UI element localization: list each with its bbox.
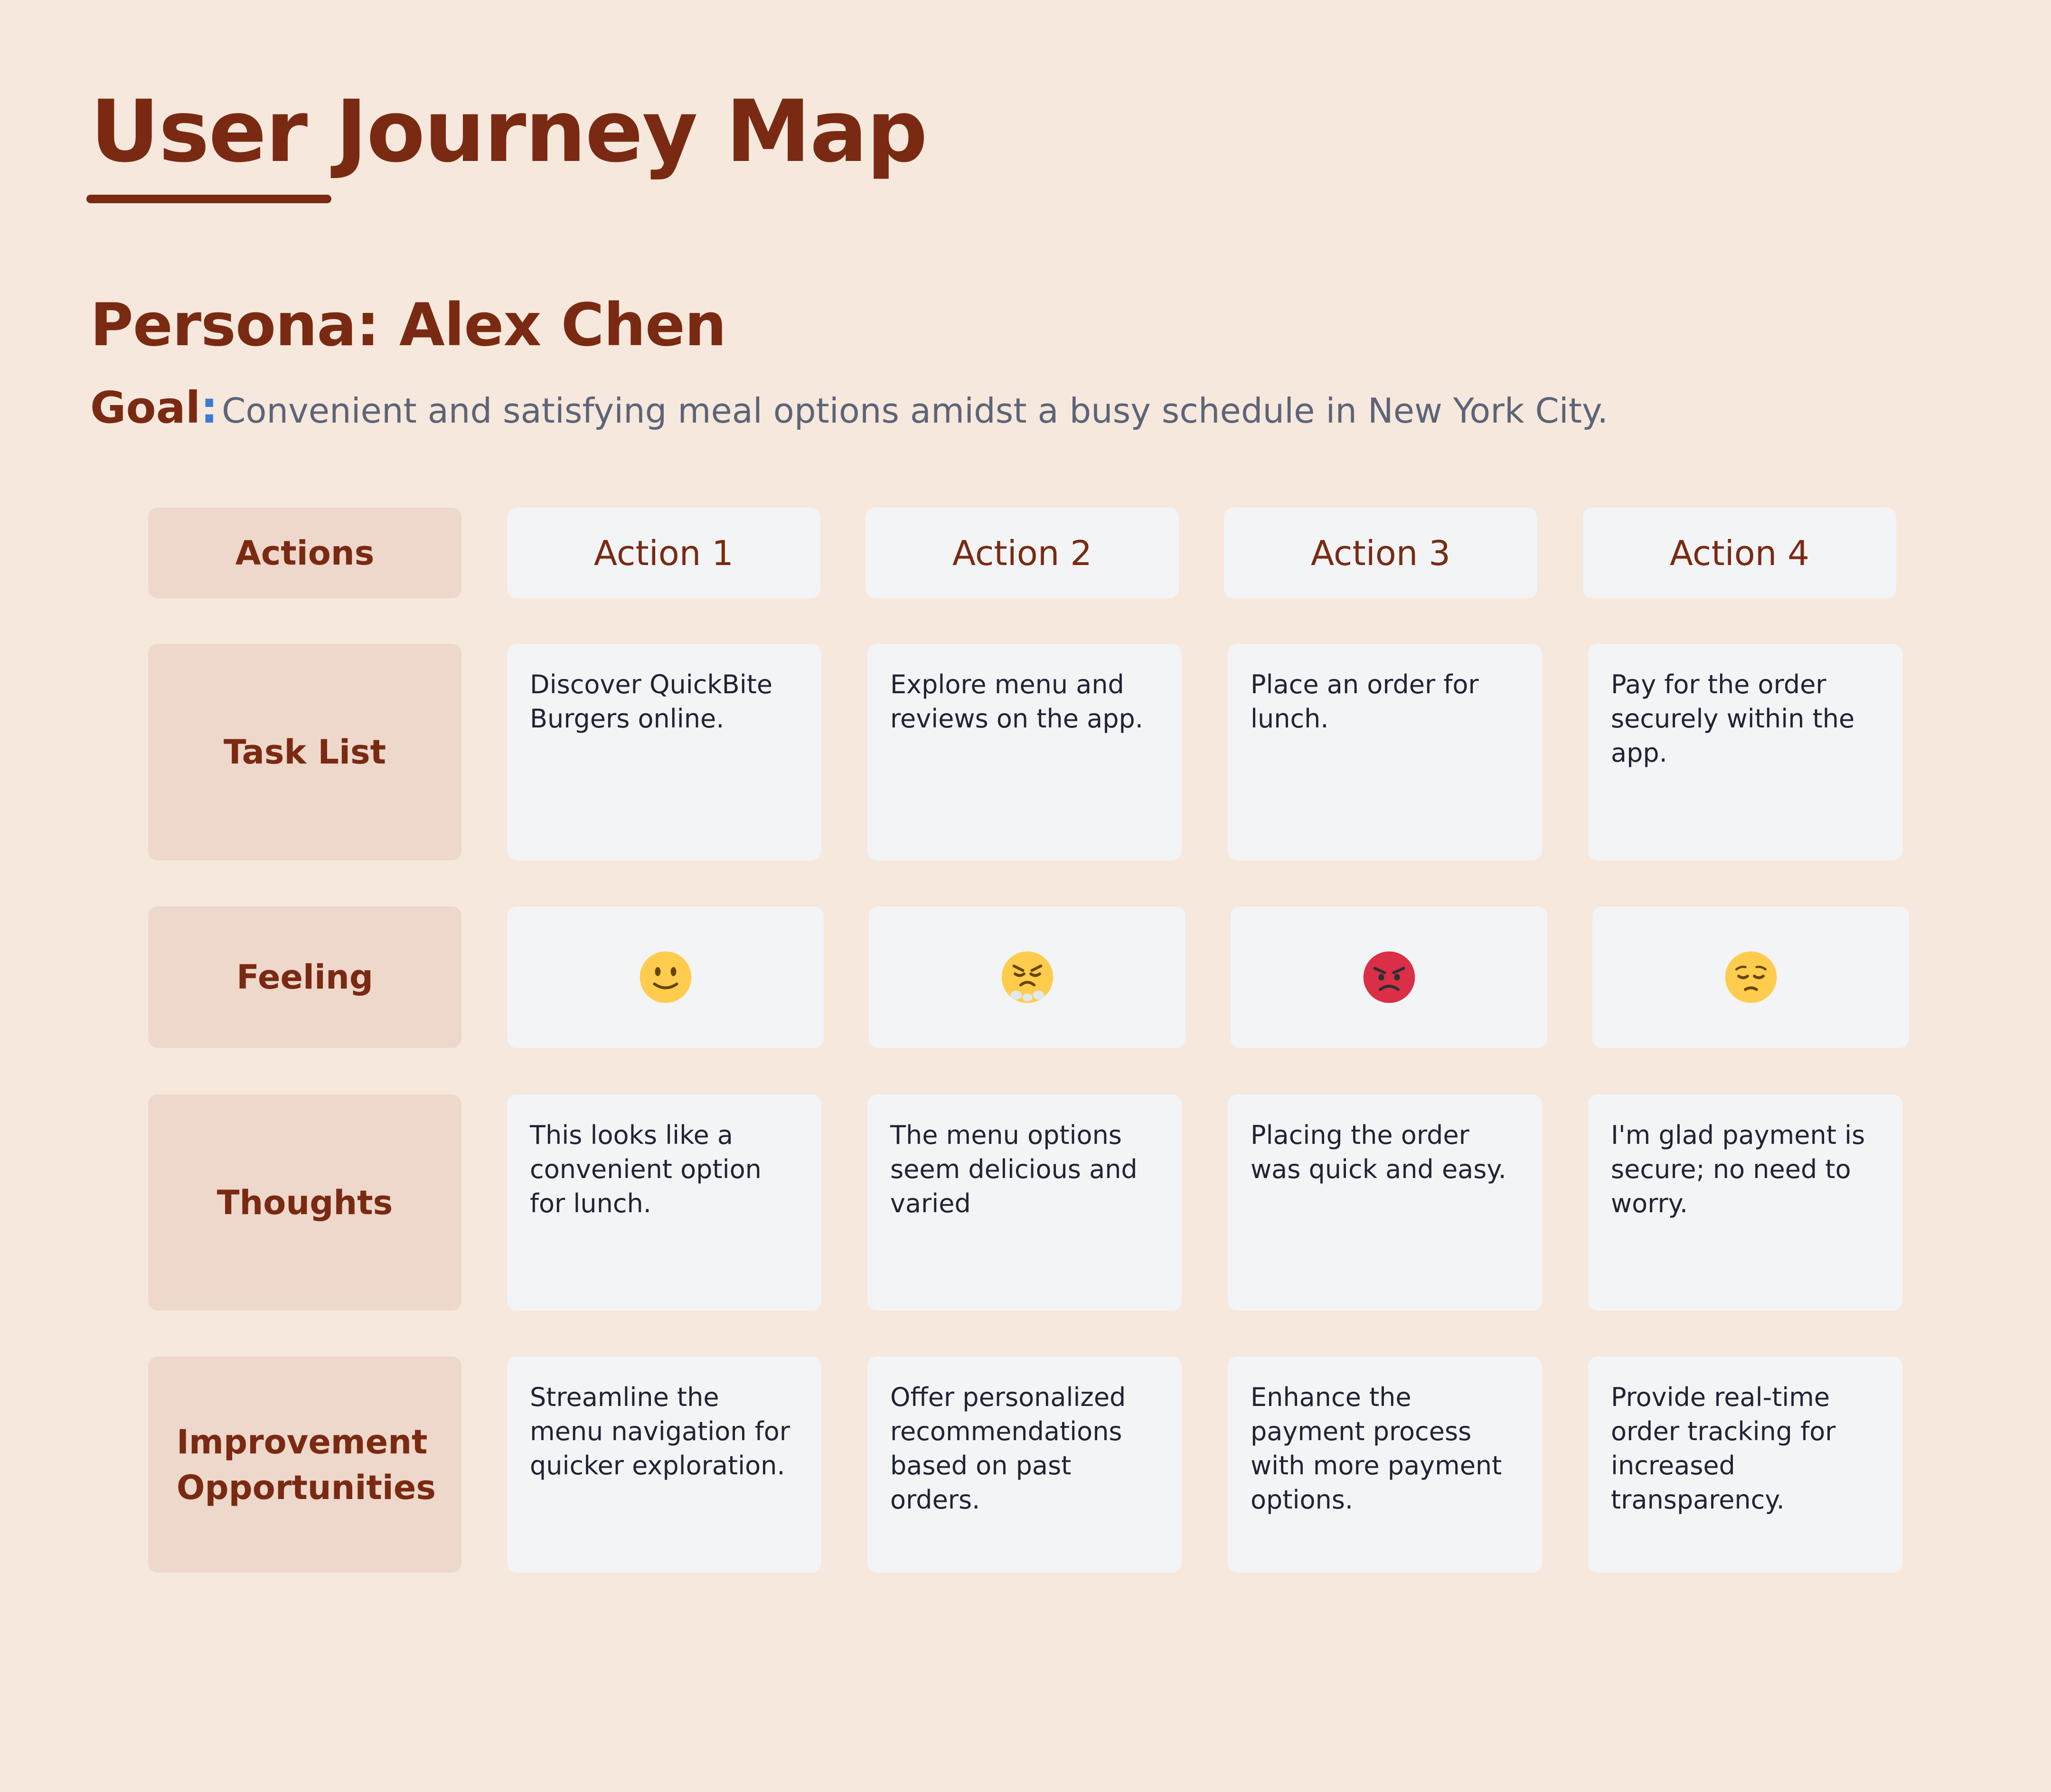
task-cell: Discover QuickBite Burgers online. bbox=[507, 644, 821, 860]
goal-text: Convenient and satisfying meal options a… bbox=[222, 391, 1609, 431]
improvement-cell: Streamline the menu navigation for quick… bbox=[507, 1357, 821, 1573]
feeling-cell bbox=[869, 906, 1185, 1048]
row-label-task-list: Task List bbox=[148, 644, 461, 860]
goal-line: Goal : Convenient and satisfying meal op… bbox=[90, 382, 1608, 433]
row-label-thoughts: Thoughts bbox=[148, 1094, 461, 1311]
row-label-feeling: Feeling bbox=[148, 906, 461, 1048]
action-header: Action 4 bbox=[1583, 508, 1896, 598]
goal-label: Goal bbox=[90, 382, 201, 433]
goal-colon: : bbox=[200, 382, 218, 433]
persona-heading: Persona: Alex Chen bbox=[90, 291, 726, 359]
pensive-face-icon bbox=[1725, 951, 1777, 1003]
row-label-actions: Actions bbox=[148, 508, 461, 598]
feeling-cell bbox=[507, 906, 824, 1048]
improvement-cell: Offer personalized recommendations based… bbox=[867, 1357, 1182, 1573]
face-with-steam-icon bbox=[1001, 951, 1053, 1003]
page-title: User Journey Map bbox=[90, 82, 928, 181]
improvement-cell: Enhance the payment process with more pa… bbox=[1228, 1357, 1542, 1573]
feeling-cell bbox=[1231, 906, 1547, 1048]
task-cell: Explore menu and reviews on the app. bbox=[867, 644, 1182, 860]
improvement-cell: Provide real-time order tracking for inc… bbox=[1588, 1357, 1902, 1573]
title-underline bbox=[86, 195, 331, 203]
slightly-smiling-face-icon bbox=[640, 951, 691, 1003]
action-header: Action 2 bbox=[866, 508, 1179, 598]
task-cell: Place an order for lunch. bbox=[1228, 644, 1542, 860]
row-label-improvement-opportunities: Improvement Opportunities bbox=[148, 1357, 461, 1573]
task-cell: Pay for the order securely within the ap… bbox=[1588, 644, 1902, 860]
thought-cell: This looks like a convenient option for … bbox=[507, 1094, 821, 1311]
thought-cell: I'm glad payment is secure; no need to w… bbox=[1588, 1094, 1902, 1311]
feeling-cell bbox=[1592, 906, 1909, 1048]
angry-face-icon bbox=[1363, 951, 1415, 1003]
action-header: Action 3 bbox=[1224, 508, 1537, 598]
thought-cell: Placing the order was quick and easy. bbox=[1228, 1094, 1542, 1311]
action-header: Action 1 bbox=[507, 508, 820, 598]
thought-cell: The menu options seem delicious and vari… bbox=[867, 1094, 1182, 1311]
